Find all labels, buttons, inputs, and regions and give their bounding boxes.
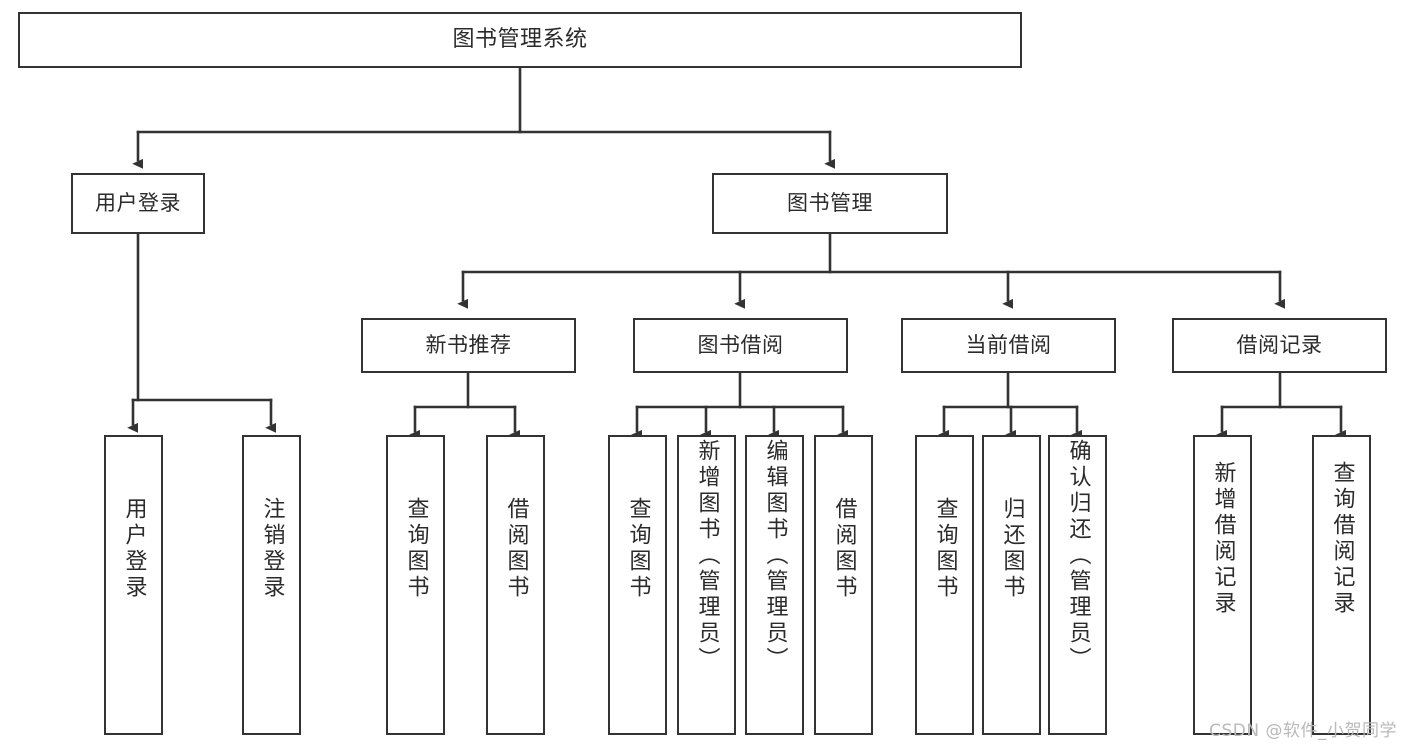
node-label: 确认归还（管理员）: [1065, 439, 1091, 673]
leaf-borrow-edit-book-admin[interactable]: 编辑图书（管理员）: [745, 435, 804, 735]
leaf-user-login[interactable]: 用户登录: [104, 435, 163, 735]
node-label: 图书借阅: [697, 332, 784, 357]
node-label: 借阅图书: [831, 497, 857, 601]
leaf-record-add[interactable]: 新增借阅记录: [1193, 435, 1252, 735]
node-label: 新书推荐: [425, 332, 512, 357]
watermark-csdn: CSDN @软件_小贺同学: [1209, 721, 1397, 741]
node-root-book-management-system[interactable]: 图书管理系统: [18, 12, 1022, 68]
leaf-current-return-book[interactable]: 归还图书: [982, 435, 1041, 735]
node-book-management[interactable]: 图书管理: [712, 173, 948, 234]
node-label: 查询借阅记录: [1329, 461, 1355, 617]
leaf-current-query-book[interactable]: 查询图书: [915, 435, 974, 735]
node-book-borrowing[interactable]: 图书借阅: [633, 318, 848, 373]
node-new-book-recommendation[interactable]: 新书推荐: [361, 318, 576, 373]
node-label: 查询图书: [625, 497, 651, 601]
node-label: 当前借阅: [965, 332, 1052, 357]
node-label: 新增图书（管理员）: [694, 439, 720, 673]
node-label: 借阅记录: [1236, 332, 1323, 357]
leaf-record-query[interactable]: 查询借阅记录: [1312, 435, 1371, 735]
node-label: 查询图书: [403, 497, 429, 601]
node-label: 借阅图书: [503, 497, 529, 601]
leaf-current-confirm-return-admin[interactable]: 确认归还（管理员）: [1048, 435, 1107, 735]
node-label: 图书管理系统: [452, 26, 588, 52]
node-user-login[interactable]: 用户登录: [71, 173, 205, 234]
leaf-borrow-lend-book[interactable]: 借阅图书: [814, 435, 873, 735]
node-label: 用户登录: [121, 497, 147, 601]
node-borrowing-record[interactable]: 借阅记录: [1172, 318, 1387, 373]
leaf-borrow-query-book[interactable]: 查询图书: [608, 435, 667, 735]
node-label: 新增借阅记录: [1210, 461, 1236, 617]
node-label: 归还图书: [999, 497, 1025, 601]
node-label: 图书管理: [787, 190, 873, 215]
leaf-recommend-query-book[interactable]: 查询图书: [386, 435, 445, 735]
node-label: 用户登录: [95, 190, 181, 215]
leaf-recommend-borrow-book[interactable]: 借阅图书: [486, 435, 545, 735]
leaf-borrow-add-book-admin[interactable]: 新增图书（管理员）: [677, 435, 736, 735]
node-current-borrowing[interactable]: 当前借阅: [901, 318, 1116, 373]
leaf-user-logout[interactable]: 注销登录: [242, 435, 301, 735]
node-label: 注销登录: [259, 497, 285, 601]
node-label: 编辑图书（管理员）: [762, 439, 788, 673]
node-label: 查询图书: [932, 497, 958, 601]
